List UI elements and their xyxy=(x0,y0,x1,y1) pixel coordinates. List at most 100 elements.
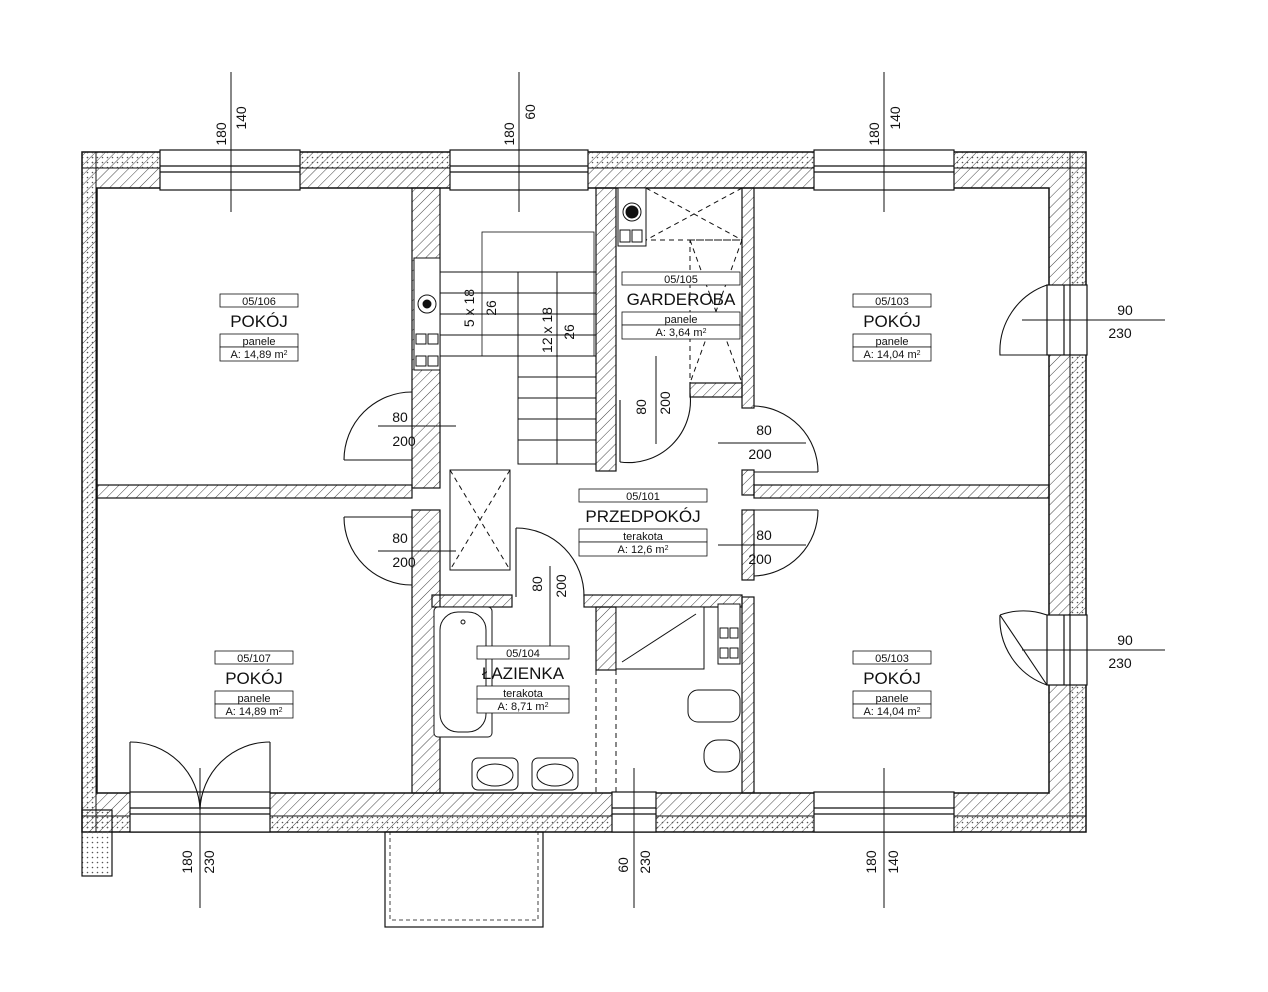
door-dim-a: 80 xyxy=(392,530,408,546)
window-dim-a: 90 xyxy=(1117,632,1133,648)
window-dim-b: 140 xyxy=(887,106,903,130)
door-dim-b: 200 xyxy=(657,391,673,415)
room-finish: terakota xyxy=(503,688,544,700)
door-dim-b: 200 xyxy=(392,433,416,449)
room-id: 05/103 xyxy=(875,653,909,665)
door-dim-b: 200 xyxy=(748,446,772,462)
room-name: POKÓJ xyxy=(230,312,288,331)
window-dim-b: 230 xyxy=(1108,325,1132,341)
room-id: 05/104 xyxy=(506,648,540,660)
window-dim-a: 180 xyxy=(213,122,229,146)
room-id: 05/103 xyxy=(875,296,909,308)
door-dim-a: 80 xyxy=(392,409,408,425)
window-dim-b: 60 xyxy=(522,104,538,120)
window-dim-a: 180 xyxy=(866,122,882,146)
chimney-stub xyxy=(81,809,113,877)
stair-run-label: 5 x 18 xyxy=(461,289,477,327)
room-finish: panele xyxy=(237,693,270,705)
room-id-box xyxy=(578,488,708,503)
room-area-unit-exp: 2 xyxy=(917,350,921,357)
door-dim-b: 200 xyxy=(392,554,416,570)
window-dim-a: 180 xyxy=(501,122,517,146)
room-finish: panele xyxy=(242,336,275,348)
stair-run-label: 12 x 18 xyxy=(539,307,555,353)
window-dim-b: 230 xyxy=(201,850,217,874)
garderoba-fixtures xyxy=(617,187,743,384)
room-finish: panele xyxy=(664,314,697,326)
room-area-unit-exp: 2 xyxy=(545,702,549,709)
door-dim-b: 200 xyxy=(748,551,772,567)
door-dim-a: 80 xyxy=(529,576,545,592)
washbasin-right xyxy=(687,689,741,723)
interior-walls xyxy=(96,187,1050,794)
window-dim-b: 230 xyxy=(637,850,653,874)
room-finish: panele xyxy=(875,693,908,705)
room-area-unit-exp: 2 xyxy=(284,350,288,357)
window-dim-b: 230 xyxy=(1108,655,1132,671)
door-dim-a: 80 xyxy=(756,527,772,543)
outer-insulation-right xyxy=(1069,151,1087,833)
room-area-unit-exp: 2 xyxy=(279,707,283,714)
room-area: A: 8,71 m2 xyxy=(498,701,549,713)
room-area: A: 3,64 m2 xyxy=(656,327,707,339)
room-id-box xyxy=(214,650,294,665)
window-dim-a: 60 xyxy=(615,857,631,873)
room-name: POKÓJ xyxy=(863,312,921,331)
room-id: 05/105 xyxy=(664,274,698,286)
room-finish: panele xyxy=(875,336,908,348)
room-area-unit-exp: 2 xyxy=(703,328,707,335)
room-name: PRZEDPOKÓJ xyxy=(585,507,700,526)
shower-tray xyxy=(615,606,705,670)
room-area: A: 14,89 m2 xyxy=(230,349,287,361)
room-area-unit-exp: 2 xyxy=(665,545,669,552)
doors xyxy=(129,284,1048,811)
room-name: ŁAZIENKA xyxy=(482,664,565,683)
balcony-inner xyxy=(389,831,539,921)
room-id-box xyxy=(476,645,570,660)
room-finish: terakota xyxy=(623,531,664,543)
room-id-box xyxy=(852,650,932,665)
room-area: A: 14,89 m2 xyxy=(225,706,282,718)
room-name: GARDEROBA xyxy=(627,290,736,309)
dimension-lines xyxy=(199,72,1165,908)
window-top-left xyxy=(159,149,301,191)
room-area-box xyxy=(852,346,932,362)
room-name: POKÓJ xyxy=(225,669,283,688)
door-dim-b: 200 xyxy=(553,574,569,598)
room-id: 05/106 xyxy=(242,296,276,308)
room-id-box xyxy=(219,293,299,308)
room-name: POKÓJ xyxy=(863,669,921,688)
door-dim-a: 80 xyxy=(633,399,649,415)
room-id: 05/101 xyxy=(626,491,660,503)
room-id-box xyxy=(621,271,741,286)
room-area: A: 12,6 m2 xyxy=(618,544,669,556)
stair-tread-label: 26 xyxy=(483,300,499,316)
room-area-box xyxy=(214,703,294,719)
door-dim-a: 80 xyxy=(756,422,772,438)
room-area-box xyxy=(621,324,741,340)
room-id: 05/107 xyxy=(237,653,271,665)
room-area-box xyxy=(219,346,299,362)
window-dim-b: 140 xyxy=(233,106,249,130)
room-area-box xyxy=(852,703,932,719)
outer-insulation-left xyxy=(81,151,97,833)
installations-left xyxy=(413,257,441,371)
balcony xyxy=(384,831,544,928)
room-area-box xyxy=(578,541,708,557)
washer-icon xyxy=(622,202,642,222)
room-area: A: 14,04 m2 xyxy=(863,349,920,361)
stair-tread-label: 26 xyxy=(561,324,577,340)
window-dim-a: 180 xyxy=(179,850,195,874)
toilet xyxy=(703,739,741,773)
room-id-box xyxy=(852,293,932,308)
room-area: A: 14,04 m2 xyxy=(863,706,920,718)
window-dim-b: 140 xyxy=(885,850,901,874)
staircase xyxy=(439,231,597,571)
